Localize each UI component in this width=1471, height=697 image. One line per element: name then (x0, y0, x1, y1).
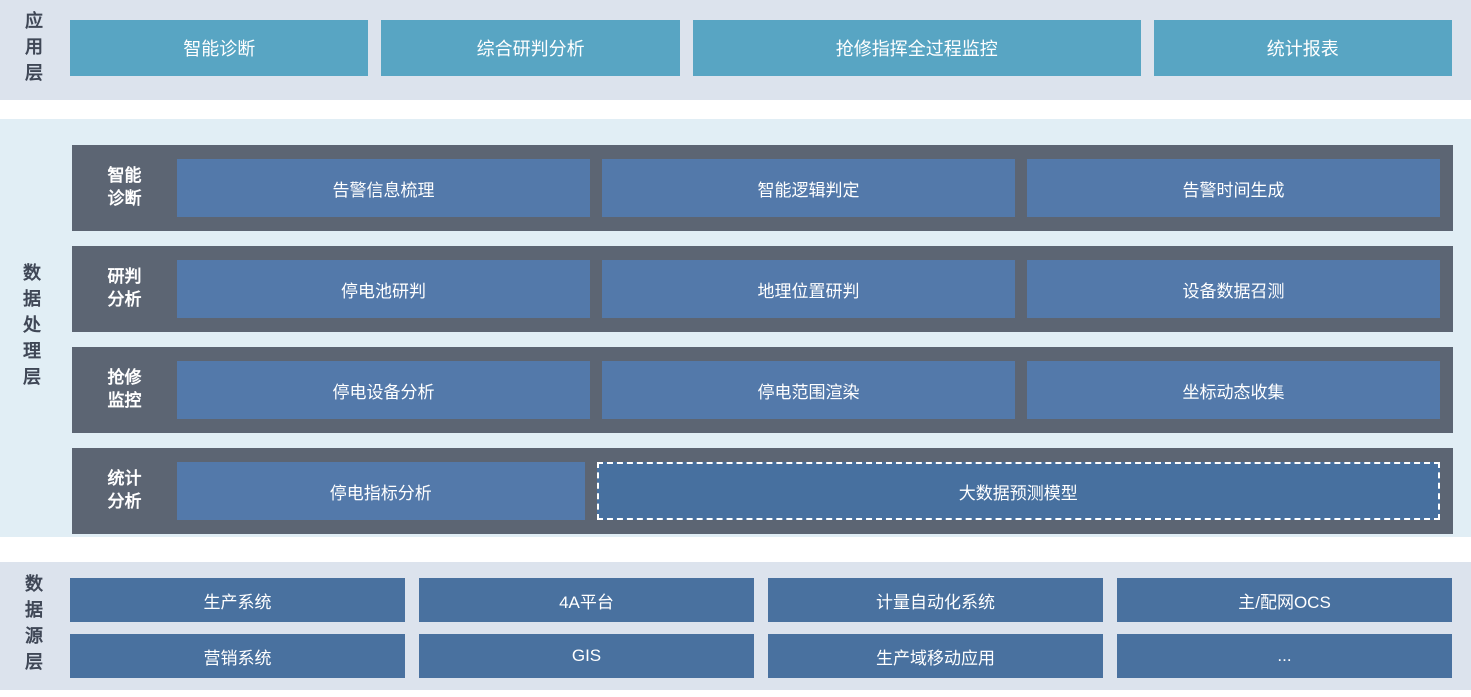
proc-box-outage-device-analysis: 停电设备分析 (177, 361, 590, 419)
proc-row-label: 抢修 监控 (107, 368, 142, 410)
proc-box-intelligent-logic-judgment: 智能逻辑判定 (602, 159, 1015, 217)
proc-box-outage-range-rendering: 停电范围渲染 (602, 361, 1015, 419)
src-box-main-distribution-ocs: 主/配网OCS (1117, 578, 1452, 622)
proc-row-analysis-judgment: 研判 分析 停电池研判 地理位置研判 设备数据召测 (72, 246, 1453, 332)
proc-row-repair-monitoring: 抢修 监控 停电设备分析 停电范围渲染 坐标动态收集 (72, 347, 1453, 433)
proc-row-statistical-analysis: 统计 分析 停电指标分析 大数据预测模型 (72, 448, 1453, 534)
src-box-4a-platform: 4A平台 (419, 578, 754, 622)
src-box-metering-automation-system: 计量自动化系统 (768, 578, 1103, 622)
data-source-layer-band: 数据源层 生产系统 4A平台 计量自动化系统 主/配网OCS 营销系统 GIS … (0, 562, 1471, 690)
data-source-layer-label: 数据源层 (23, 574, 43, 678)
proc-row-boxes: 告警信息梳理 智能逻辑判定 告警时间生成 (177, 159, 1440, 217)
proc-row-boxes: 停电设备分析 停电范围渲染 坐标动态收集 (177, 361, 1440, 419)
proc-row-boxes: 停电指标分析 大数据预测模型 (177, 462, 1440, 520)
data-processing-layer-band: 数据处理层 智能 诊断 告警信息梳理 智能逻辑判定 告警时间生成 研判 分析 停… (0, 119, 1471, 537)
proc-row-label: 统计 分析 (107, 469, 142, 511)
src-box-production-mobile-app: 生产域移动应用 (768, 634, 1103, 678)
proc-box-device-data-call: 设备数据召测 (1027, 260, 1440, 318)
application-layer-band: 应用层 智能诊断 综合研判分析 抢修指挥全过程监控 统计报表 (0, 0, 1471, 100)
src-box-production-system: 生产系统 (70, 578, 405, 622)
proc-box-outage-indicator-analysis: 停电指标分析 (177, 462, 585, 520)
src-box-ellipsis: ... (1117, 634, 1452, 678)
proc-row-label: 研判 分析 (107, 267, 142, 309)
data-source-grid: 生产系统 4A平台 计量自动化系统 主/配网OCS 营销系统 GIS 生产域移动… (70, 578, 1452, 678)
application-layer-buttons: 智能诊断 综合研判分析 抢修指挥全过程监控 统计报表 (70, 20, 1452, 76)
proc-box-alarm-time-generation: 告警时间生成 (1027, 159, 1440, 217)
app-block-statistical-reports: 统计报表 (1153, 20, 1452, 76)
app-block-comprehensive-analysis: 综合研判分析 (381, 20, 680, 76)
proc-box-coordinate-dynamic-collection: 坐标动态收集 (1027, 361, 1440, 419)
proc-row-boxes: 停电池研判 地理位置研判 设备数据召测 (177, 260, 1440, 318)
app-block-repair-command-monitoring: 抢修指挥全过程监控 (692, 20, 1141, 76)
app-block-intelligent-diagnosis: 智能诊断 (70, 20, 369, 76)
data-processing-layer-label: 数据处理层 (21, 263, 41, 393)
proc-box-outage-pool-judgment: 停电池研判 (177, 260, 590, 318)
proc-box-geolocation-judgment: 地理位置研判 (602, 260, 1015, 318)
src-box-marketing-system: 营销系统 (70, 634, 405, 678)
proc-box-bigdata-prediction-model: 大数据预测模型 (596, 462, 1440, 520)
proc-row-label: 智能 诊断 (107, 166, 142, 208)
src-box-gis: GIS (419, 634, 754, 678)
proc-row-intelligent-diagnosis: 智能 诊断 告警信息梳理 智能逻辑判定 告警时间生成 (72, 145, 1453, 231)
data-processing-rows: 智能 诊断 告警信息梳理 智能逻辑判定 告警时间生成 研判 分析 停电池研判 地… (72, 145, 1453, 534)
proc-box-alarm-info-sorting: 告警信息梳理 (177, 159, 590, 217)
application-layer-label: 应用层 (23, 11, 43, 89)
